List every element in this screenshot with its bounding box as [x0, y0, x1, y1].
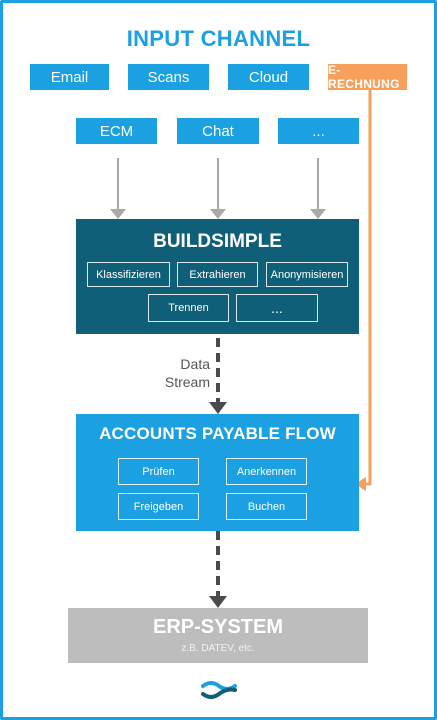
channel-e-rechnung: E-RECHNUNG: [328, 63, 407, 91]
step-buchen: Buchen: [226, 493, 307, 520]
channel-scans: Scans: [128, 64, 209, 90]
buildsimple-logo-icon: [201, 681, 237, 699]
channel-ecm: ECM: [76, 118, 157, 144]
data-stream-line1: Data: [180, 356, 210, 372]
erp-block: ERP-SYSTEM z.B. DATEV, etc.: [68, 608, 368, 663]
accounts-payable-title: ACCOUNTS PAYABLE FLOW: [99, 424, 336, 443]
step-freigeben: Freigeben: [118, 493, 199, 520]
accounts-payable-block: ACCOUNTS PAYABLE FLOW Prüfen Anerkennen …: [76, 414, 359, 531]
buildsimple-block: BUILDSIMPLE Klassifizieren Extrahieren A…: [76, 219, 359, 334]
step-anonymisieren: Anonymisieren: [266, 262, 348, 287]
step-pruefen: Prüfen: [118, 458, 199, 485]
buildsimple-title: BUILDSIMPLE: [153, 231, 282, 252]
input-channel-title: INPUT CHANNEL: [126, 26, 311, 51]
erp-subtitle: z.B. DATEV, etc.: [181, 643, 255, 654]
data-stream-line2: Stream: [164, 374, 210, 390]
step-extrahieren: Extrahieren: [177, 262, 258, 287]
channel-chat: Chat: [177, 118, 259, 144]
step-anerkennen: Anerkennen: [226, 458, 307, 485]
channel-email: Email: [30, 64, 109, 90]
erp-title: ERP-SYSTEM: [152, 616, 284, 638]
data-stream-label: Data Stream: [140, 355, 210, 391]
channel-more: ...: [278, 118, 359, 144]
step-klassifizieren: Klassifizieren: [87, 262, 170, 287]
channel-cloud: Cloud: [228, 64, 309, 90]
step-more: ...: [236, 294, 318, 322]
step-trennen: Trennen: [148, 294, 229, 322]
